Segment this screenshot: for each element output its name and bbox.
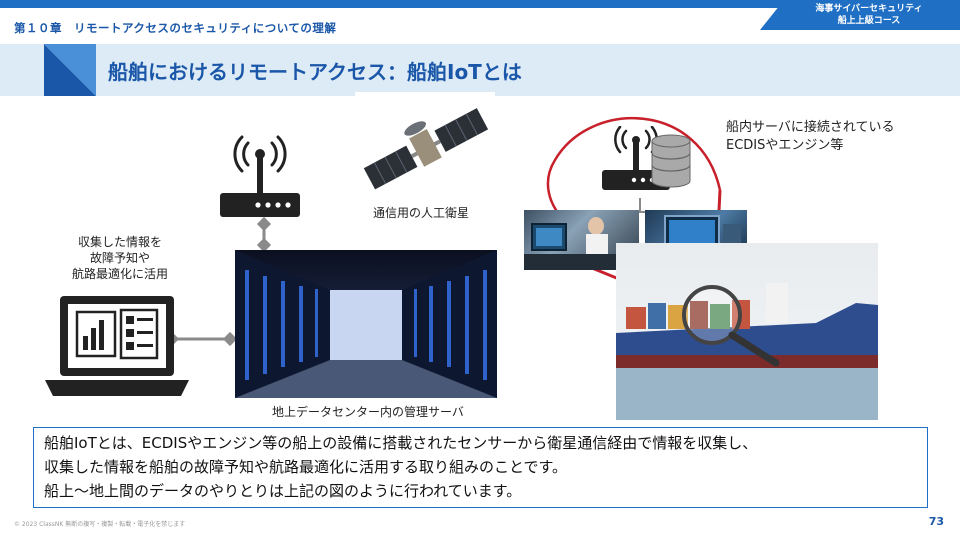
connector-diamond xyxy=(256,216,272,232)
page-title: 船舶におけるリモートアクセス：船舶IoTとは xyxy=(108,60,522,84)
title-band xyxy=(0,44,960,96)
laptop-icon xyxy=(45,296,189,396)
ship-server-label-line1: 船内サーバに接続されている xyxy=(726,120,895,135)
course-badge: 海事サイバーセキュリティ 船上上級コース xyxy=(760,0,960,30)
satellite-label: 通信用の人工衛星 xyxy=(372,206,469,220)
course-line1: 海事サイバーセキュリティ xyxy=(815,4,923,14)
ground-router-icon xyxy=(220,135,300,217)
connector-diamond xyxy=(256,237,272,253)
container-ship-photo xyxy=(616,243,878,420)
description-line1: 船舶IoTとは、ECDISやエンジン等の船上の設備に搭載されたセンサーから衛星通… xyxy=(44,434,758,452)
page-number: 73 xyxy=(928,515,944,528)
top-bar xyxy=(0,0,960,8)
description-line3: 船上～地上間のデータのやりとりは上記の図のように行われています。 xyxy=(44,482,522,500)
title-triangle-icon xyxy=(44,44,96,96)
description-line2: 収集した情報を船舶の故障予知や航路最適化に活用する取り組みのことです。 xyxy=(44,458,568,476)
laptop-label-line3: 航路最適化に活用 xyxy=(71,267,168,281)
description-box: 船舶IoTとは、ECDISやエンジン等の船上の設備に搭載されたセンサーから衛星通… xyxy=(33,427,928,508)
course-line2: 船上上級コース xyxy=(837,16,901,26)
copyright: © 2023 ClassNK 無断の複写・複製・転載・電子化を禁じます xyxy=(14,521,186,528)
laptop-label-line1: 収集した情報を xyxy=(77,235,162,249)
laptop-label-line2: 故障予知や xyxy=(89,251,150,265)
laptop-label: 収集した情報を 故障予知や 航路最適化に活用 xyxy=(55,234,185,282)
ship-server-label: 船内サーバに接続されている ECDISやエンジン等 xyxy=(726,119,936,155)
database-icon xyxy=(651,134,691,188)
chapter-heading: 第１０章 リモートアクセスのセキュリティについての理解 xyxy=(14,21,337,35)
satellite-icon xyxy=(355,92,495,202)
datacenter-image xyxy=(235,250,497,398)
connector-diamond xyxy=(222,331,238,347)
datacenter-label: 地上データセンター内の管理サーバ xyxy=(272,405,464,419)
ship-server-label-line2: ECDISやエンジン等 xyxy=(726,138,844,153)
